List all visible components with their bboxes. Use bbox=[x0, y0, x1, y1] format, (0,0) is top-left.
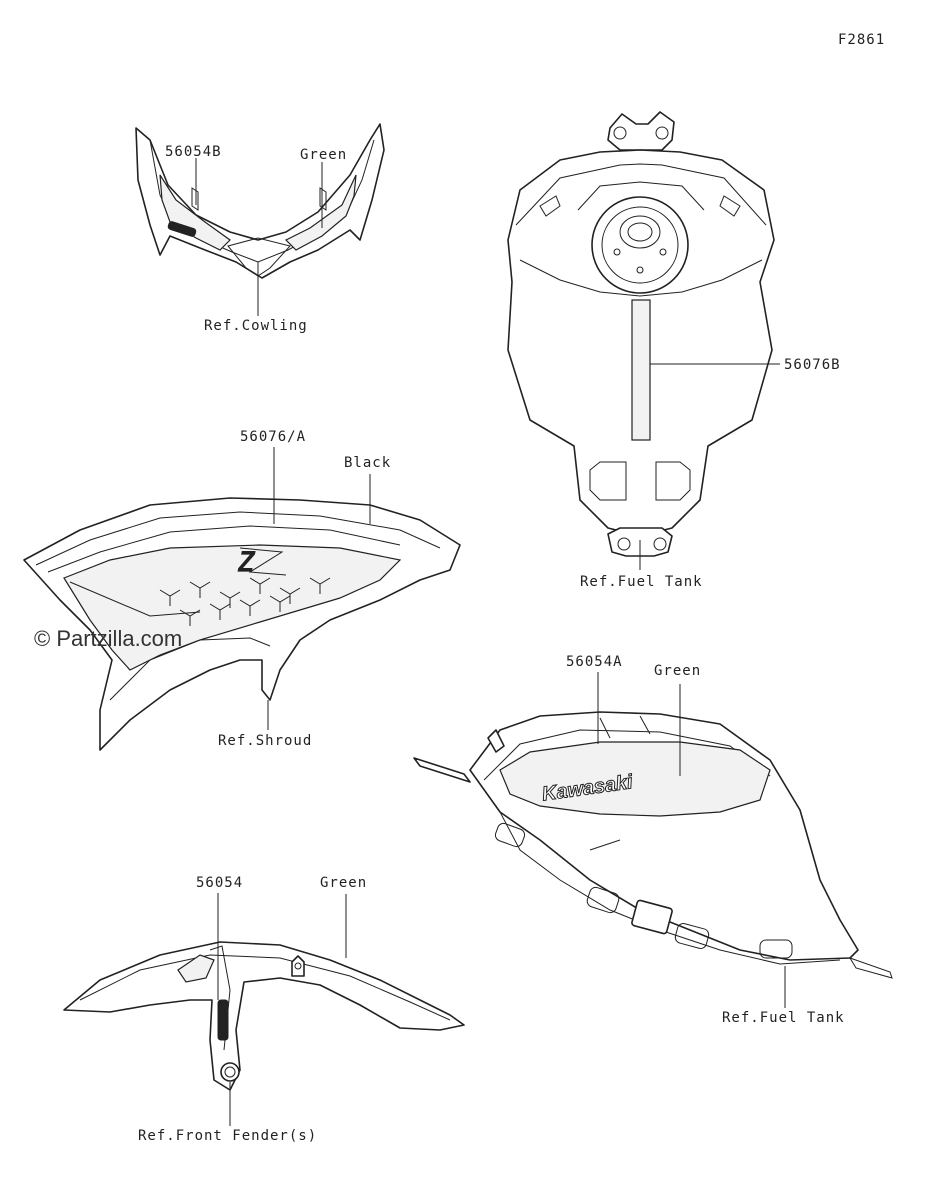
fuel-tank-side-group: Kawasaki bbox=[413, 711, 893, 979]
shroud-pattern bbox=[159, 577, 331, 626]
front-fender-group bbox=[63, 941, 465, 1091]
shroud-black-decal bbox=[63, 544, 402, 671]
label-ref-front-fender: Ref.Front Fender(s) bbox=[138, 1128, 317, 1144]
fender-56054-decal bbox=[217, 999, 229, 1041]
label-56054A: 56054A bbox=[566, 654, 623, 670]
z-logo-shape bbox=[239, 547, 287, 576]
label-56076A: 56076/A bbox=[240, 429, 306, 445]
tank-stripe-decal bbox=[631, 299, 651, 441]
cowling-decal-left bbox=[159, 174, 231, 251]
cowling-decal-right bbox=[284, 174, 357, 251]
label-green-fender: Green bbox=[320, 875, 367, 891]
watermark: © Partzilla.com bbox=[34, 626, 182, 651]
z-logo: Z bbox=[237, 546, 256, 579]
figure-code: F2861 bbox=[838, 32, 885, 48]
label-56076B: 56076B bbox=[784, 357, 841, 373]
label-56054: 56054 bbox=[196, 875, 243, 891]
tank-side-green-decal bbox=[499, 741, 771, 817]
front-fender-outline bbox=[63, 941, 465, 1091]
label-56054B: 56054B bbox=[165, 144, 222, 160]
label-green-cowl: Green bbox=[300, 147, 347, 163]
label-ref-fuel-tank-side: Ref.Fuel Tank bbox=[722, 1010, 845, 1026]
fuel-tank-top-group bbox=[507, 111, 775, 557]
tank-filler-ring bbox=[591, 196, 689, 294]
tank-top-bracket bbox=[607, 111, 675, 151]
label-black: Black bbox=[344, 455, 391, 471]
label-ref-fuel-tank-top: Ref.Fuel Tank bbox=[580, 574, 703, 590]
label-ref-cowling: Ref.Cowling bbox=[204, 318, 308, 334]
label-ref-shroud: Ref.Shroud bbox=[218, 733, 312, 749]
shroud-group: Z bbox=[23, 497, 461, 751]
label-green-tank: Green bbox=[654, 663, 701, 679]
fender-green-decal bbox=[177, 954, 215, 983]
